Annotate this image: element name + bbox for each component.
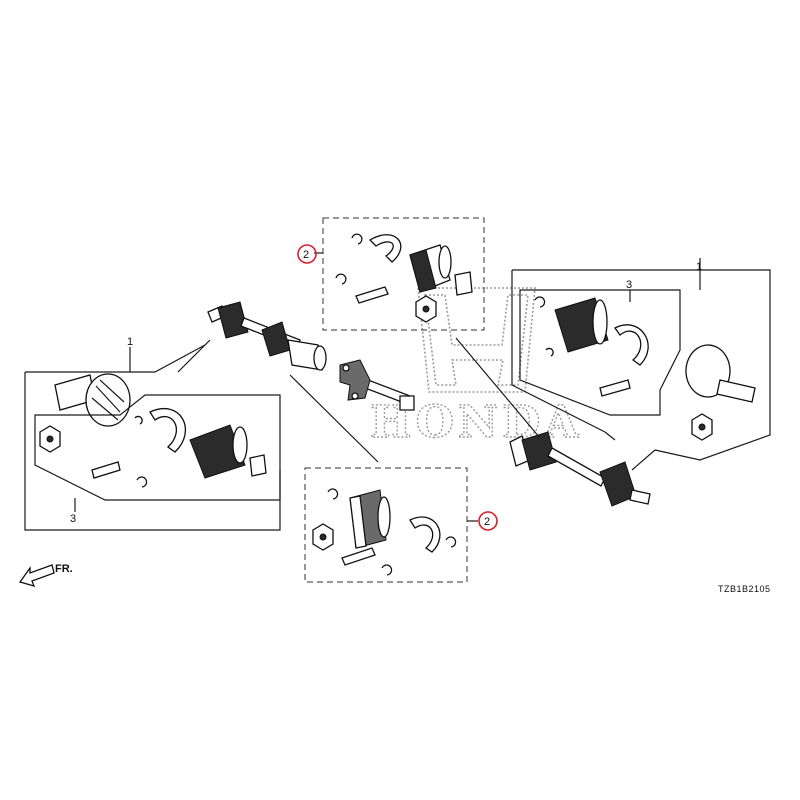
bottom-boot-kit [304, 467, 468, 583]
honda-watermark: HONDA [369, 287, 579, 449]
snap-ring [136, 476, 148, 488]
clip-ring [134, 415, 143, 425]
top-kit-callout: 2 [297, 244, 317, 264]
clip-ring [327, 488, 339, 500]
spring-pin [341, 547, 376, 566]
shaft-end [629, 489, 651, 505]
left-driveshaft [177, 301, 379, 463]
boot-flange [377, 496, 391, 538]
drawing-code: TZB1B2105 [718, 584, 771, 594]
spring-pin [599, 379, 631, 397]
bottom-kit-callout: 2 [478, 511, 498, 531]
spring-pin [91, 461, 121, 479]
clip-ring [534, 296, 546, 308]
right-joint-set-number: 3 [626, 279, 632, 291]
front-arrow-icon [18, 564, 55, 587]
left-assembly-number: 1 [127, 336, 133, 348]
front-direction-indicator: FR. [18, 563, 73, 587]
top-kit-number: 2 [303, 249, 309, 261]
bottom-kit-number: 2 [484, 516, 490, 528]
clip-ring [445, 536, 457, 548]
outer-boot [217, 301, 249, 339]
pin [355, 286, 389, 304]
joint-cap [454, 271, 473, 296]
boot-cap [249, 454, 267, 477]
front-label: FR. [55, 563, 73, 575]
clip-ring [545, 347, 554, 357]
left-shaft-assembly: 1 3 [24, 336, 281, 531]
boot-band [149, 407, 186, 453]
shaft-end [399, 395, 415, 411]
clip-ring [351, 233, 363, 245]
snap-ring [381, 564, 393, 576]
boot-flange [438, 245, 452, 279]
inner-boot [521, 431, 557, 471]
outer-joint-housing [85, 373, 131, 427]
right-assembly-number: 1 [696, 261, 702, 273]
clip-ring [335, 273, 347, 285]
shaft-bar [547, 447, 606, 487]
intermediate-shaft [339, 359, 415, 411]
right-shaft-assembly: 1 3 [511, 258, 771, 461]
inner-boot [189, 424, 246, 479]
boot-band [409, 516, 441, 553]
right-driveshaft [455, 337, 656, 507]
top-boot-kit [322, 217, 485, 331]
boot-band [368, 234, 402, 263]
outer-joint-stem [716, 379, 756, 403]
left-joint-set-number: 3 [70, 513, 76, 525]
boot-band [614, 324, 649, 366]
